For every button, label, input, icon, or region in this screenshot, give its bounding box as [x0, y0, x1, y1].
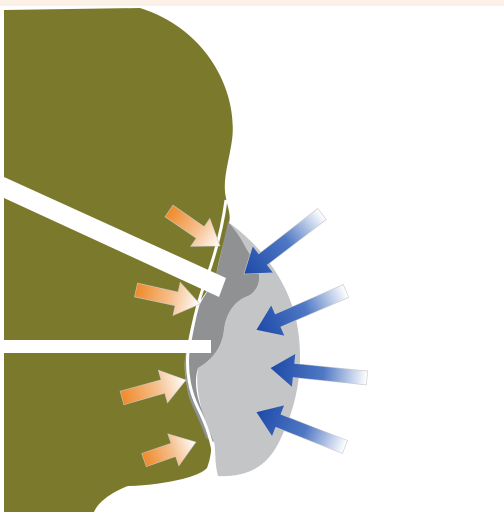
- lower-tube: [4, 340, 211, 353]
- head-silhouette: [4, 8, 233, 512]
- top-strip: [0, 0, 504, 6]
